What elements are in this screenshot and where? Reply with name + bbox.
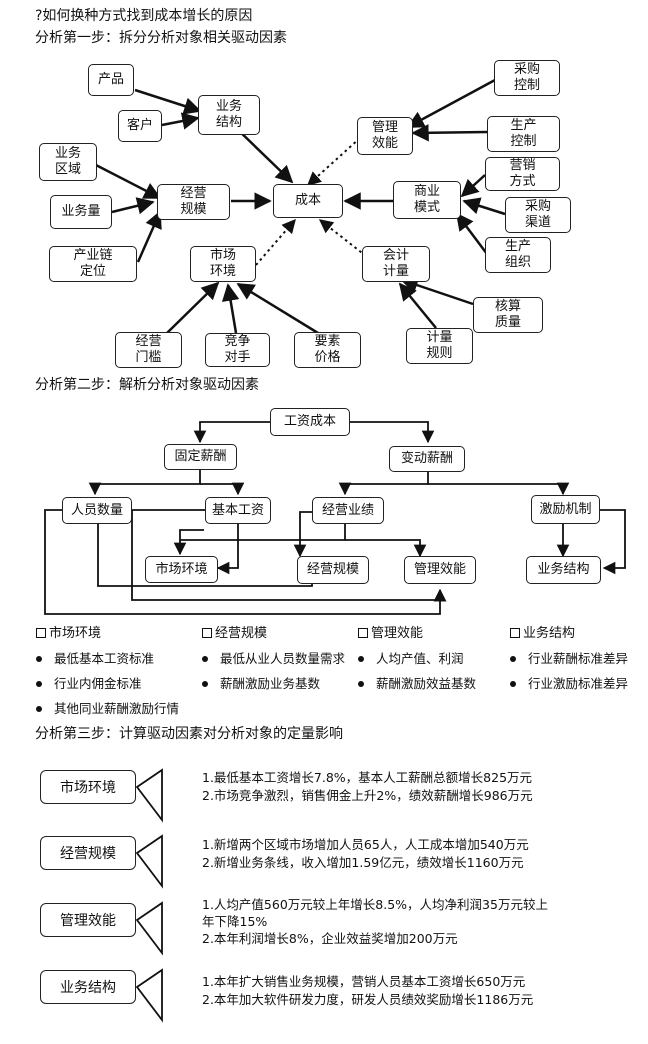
node-product: 产品	[88, 64, 134, 96]
impact-line: 2.市场竞争激烈，销售佣金上升2%，绩效薪酬增长986万元	[202, 788, 533, 803]
impact-line: 1.人均产值560万元较上年增长8.5%，人均净利润35万元较上	[202, 897, 548, 912]
checkbox-square-icon	[36, 628, 46, 638]
node-op-perf: 经营业绩	[312, 497, 384, 524]
checkbox-square-icon	[202, 628, 212, 638]
factor-box-market-env: 市场环境	[40, 770, 136, 804]
node-mgmt-eff-2: 管理效能	[404, 556, 476, 584]
node-op-scale-2: 经营规模	[297, 556, 369, 584]
node-biz-model: 商业 模式	[393, 181, 461, 219]
legend-item: 薪酬激励业务基数	[202, 677, 320, 691]
impact-line: 2.新增业务条线，收入增加1.59亿元，绩效增长1160万元	[202, 855, 524, 870]
legend-item: 行业激励标准差异	[510, 677, 628, 691]
impact-line: 2.本年加大软件研发力度，研发人员绩效奖励增长1186万元	[202, 992, 534, 1007]
bullet-icon	[358, 656, 364, 662]
checkbox-square-icon	[358, 628, 368, 638]
node-headcount: 人员数量	[62, 497, 132, 524]
impact-line: 1.新增两个区域市场增加人员65人，人工成本增加540万元	[202, 837, 529, 852]
factor-box-mgmt-eff: 管理效能	[40, 903, 136, 937]
bullet-icon	[510, 681, 516, 687]
legend-item: 薪酬激励效益基数	[358, 677, 476, 691]
node-chain-position: 产业链 定位	[49, 246, 137, 282]
node-acct-measure: 会计 计量	[362, 246, 430, 282]
node-prod-org: 生产 组织	[485, 237, 551, 273]
legend-item: 行业内佣金标准	[36, 677, 142, 691]
step1-dotted-connectors	[255, 137, 367, 266]
impact-line: 年下降15%	[202, 914, 268, 929]
step1-connectors	[91, 78, 506, 335]
node-factor-price: 要素 价格	[294, 332, 361, 368]
legend-title-op-scale: 经营规模	[202, 627, 267, 640]
node-biz-struct-2: 业务结构	[526, 556, 601, 584]
step3-heading: 分析第三步：计算驱动因素对分析对象的定量影响	[35, 726, 343, 742]
node-entry-barrier: 经营 门槛	[115, 332, 182, 368]
node-marketing-mode: 营销 方式	[485, 157, 560, 191]
node-customer: 客户	[118, 110, 162, 142]
step1-heading: 分析第一步：拆分分析对象相关驱动因素	[35, 30, 287, 46]
node-biz-structure: 业务 结构	[198, 95, 260, 135]
bullet-icon	[36, 706, 42, 712]
node-measure-rule: 计量 规则	[406, 328, 473, 364]
node-op-scale: 经营 规模	[157, 184, 230, 220]
legend-item: 其他同业薪酬激励行情	[36, 702, 179, 716]
node-var-pay: 变动薪酬	[389, 446, 465, 472]
node-market-env-2: 市场环境	[145, 556, 218, 583]
node-biz-volume: 业务量	[50, 195, 112, 229]
node-incentive: 激励机制	[531, 495, 600, 524]
bullet-icon	[510, 656, 516, 662]
node-wage-cost: 工资成本	[270, 408, 350, 436]
bullet-icon	[202, 656, 208, 662]
impact-line: 2.本年利润增长8%，企业效益奖增加200万元	[202, 931, 458, 946]
legend-item: 最低从业人员数量需求	[202, 652, 345, 666]
node-procure-channel: 采购 渠道	[505, 197, 571, 233]
step2-heading: 分析第二步：解析分析对象驱动因素	[35, 377, 259, 393]
legend-title-biz-struct: 业务结构	[510, 627, 575, 640]
bullet-icon	[358, 681, 364, 687]
factor-box-op-scale: 经营规模	[40, 836, 136, 870]
node-base-wage: 基本工资	[205, 497, 271, 524]
node-competitor: 竞争 对手	[205, 333, 270, 367]
step3-triangles	[135, 768, 163, 1023]
node-fixed-pay: 固定薪酬	[164, 444, 237, 470]
legend-title-mgmt-eff: 管理效能	[358, 627, 423, 640]
bullet-icon	[36, 656, 42, 662]
legend-item: 最低基本工资标准	[36, 652, 154, 666]
node-procure-control: 采购 控制	[494, 60, 560, 96]
impact-line: 1.最低基本工资增长7.8%，基本人工薪酬总额增长825万元	[202, 770, 533, 785]
node-market-env: 市场 环境	[190, 246, 256, 282]
bullet-icon	[36, 681, 42, 687]
legend-item: 行业薪酬标准差异	[510, 652, 628, 666]
node-prod-control: 生产 控制	[487, 116, 560, 152]
page-title: ?如何换种方式找到成本增长的原因	[35, 8, 253, 24]
legend-title-market-env: 市场环境	[36, 627, 101, 640]
node-cost: 成本	[273, 184, 343, 218]
node-biz-region: 业务 区域	[39, 143, 97, 181]
legend-item: 人均产值、利润	[358, 652, 464, 666]
node-mgmt-efficiency: 管理 效能	[357, 117, 413, 155]
bullet-icon	[202, 681, 208, 687]
impact-line: 1.本年扩大销售业务规模，营销人员基本工资增长650万元	[202, 974, 526, 989]
node-accounting-quality: 核算 质量	[473, 297, 543, 333]
checkbox-square-icon	[510, 628, 520, 638]
factor-box-biz-struct: 业务结构	[40, 970, 136, 1004]
